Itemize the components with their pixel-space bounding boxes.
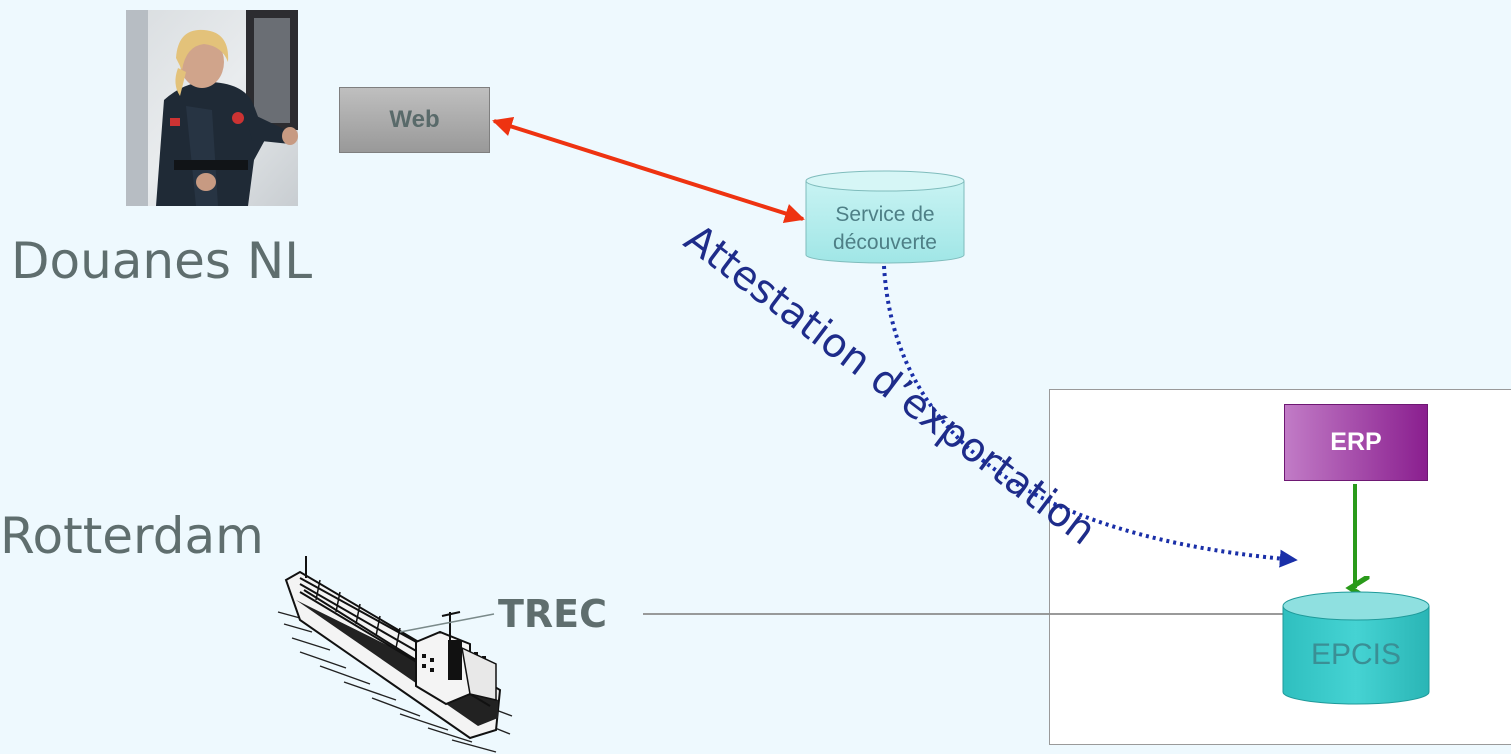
discovery-service-label: Service de découverte xyxy=(800,201,970,257)
erp-box[interactable]: ERP xyxy=(1284,404,1428,481)
customs-officer-photo xyxy=(126,10,298,206)
trec-label: TREC xyxy=(498,592,608,636)
container-ship-illustration xyxy=(277,556,513,753)
web-box[interactable]: Web xyxy=(339,87,490,153)
port-label: Rotterdam xyxy=(0,507,264,565)
discovery-label-line2: découverte xyxy=(833,231,937,254)
epcis-db xyxy=(1282,591,1430,705)
web-discovery-arrow xyxy=(492,116,805,224)
discovery-label-line1: Service de xyxy=(835,203,935,226)
epcis-label: EPCIS xyxy=(1310,638,1402,671)
customs-label: Douanes NL xyxy=(11,232,313,290)
discovery-service-db xyxy=(805,170,965,264)
